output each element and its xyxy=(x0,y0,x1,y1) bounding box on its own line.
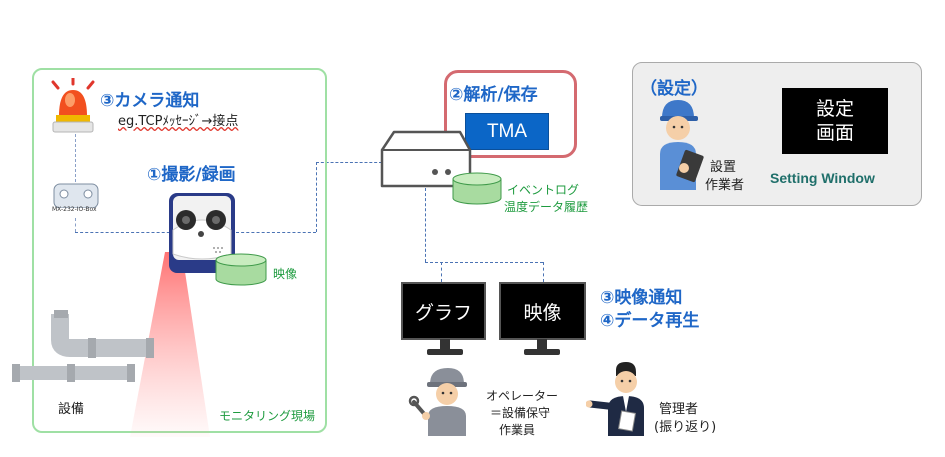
monitoring-site-label: モニタリング現場 xyxy=(219,409,316,423)
operator-label-line3: 作業員 xyxy=(499,423,536,437)
video-db-label: 映像 xyxy=(273,267,298,281)
analysis-storage-group xyxy=(444,70,577,158)
connector-site-up xyxy=(316,162,317,232)
connector-site-bottom xyxy=(75,232,180,233)
connector-box-to-bottom xyxy=(75,218,76,232)
warning-light-icon xyxy=(51,78,95,133)
connector-to-server xyxy=(316,162,382,163)
connector-to-video xyxy=(543,262,544,282)
event-database-icon xyxy=(452,172,502,205)
installer-label-line2: 作業者 xyxy=(705,178,745,193)
manager-label-line2: (振り返り) xyxy=(654,420,717,435)
setting-screen: 設定 画面 xyxy=(782,88,888,154)
connector-camera-right xyxy=(236,232,316,233)
graph-monitor-stand-icon xyxy=(427,339,463,355)
operator-label-line1: オペレーター xyxy=(486,389,559,403)
shoot-record-title: ①撮影/録画 xyxy=(147,165,236,185)
connector-server-down xyxy=(425,188,426,262)
setting-window-label: Setting Window xyxy=(770,170,875,186)
security-camera-icon xyxy=(169,193,235,273)
graph-monitor-label: グラフ xyxy=(414,301,472,324)
installer-label-line1: 設置 xyxy=(710,160,737,175)
setting-screen-line1: 設定 xyxy=(815,98,854,120)
connector-to-graph xyxy=(441,262,442,282)
video-database-icon xyxy=(215,253,267,286)
video-monitor-stand-icon xyxy=(524,339,560,355)
setting-screen-line2: 画面 xyxy=(815,122,854,144)
graph-monitor-screen: グラフ xyxy=(401,282,486,340)
video-notify-title: ③映像通知 xyxy=(600,288,683,308)
junction-box-label: MX-232-IO-Box xyxy=(52,206,97,213)
video-monitor-screen: 映像 xyxy=(499,282,586,340)
operator-label-line2: ＝設備保守 xyxy=(490,406,551,420)
connector-monitor-bus xyxy=(425,262,543,263)
temperature-history-label: 温度データ履歴 xyxy=(504,200,589,214)
equipment-label: 設備 xyxy=(58,402,85,417)
tma-label: TMA xyxy=(465,113,549,150)
video-monitor-label: 映像 xyxy=(523,301,562,324)
manager-label-line1: 管理者 xyxy=(659,402,699,417)
operator-worker-icon xyxy=(408,368,467,436)
event-log-label: イベントログ xyxy=(507,183,580,197)
setting-title: （設定） xyxy=(640,79,708,99)
camera-notify-subtitle: eg.TCPﾒｯｾｰｼﾞ→接点 xyxy=(118,114,239,129)
camera-notify-title: ③カメラ通知 xyxy=(100,91,200,111)
junction-box-icon xyxy=(52,183,100,216)
analysis-storage-title: ②解析/保存 xyxy=(449,85,538,105)
manager-person-icon xyxy=(586,362,644,436)
data-playback-title: ④データ再生 xyxy=(600,311,700,331)
camera-view-cone xyxy=(130,252,210,437)
connector-light-to-box xyxy=(75,134,76,182)
pipe-icon xyxy=(12,310,154,382)
installer-worker-icon xyxy=(660,100,704,190)
